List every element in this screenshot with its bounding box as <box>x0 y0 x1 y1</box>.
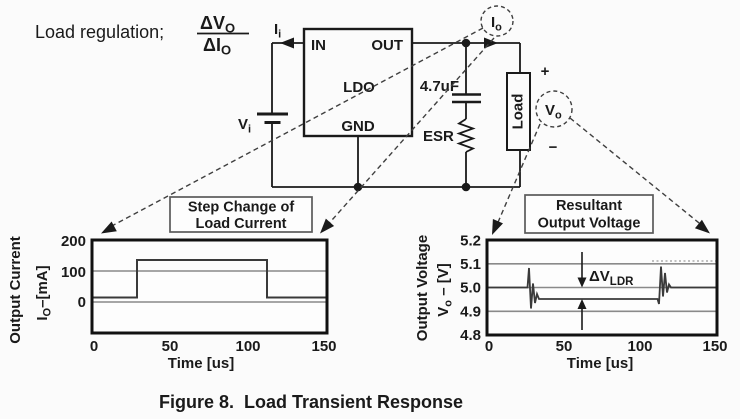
right-xaxis-label: Time [us] <box>567 355 633 372</box>
io-probe-label: Io <box>491 14 502 34</box>
load-label: Load <box>510 94 527 130</box>
callout-arrowhead-icon <box>492 219 504 235</box>
vo-probe-circle <box>535 90 573 128</box>
left-xaxis-label: Time [us] <box>168 355 234 372</box>
pin-out-label: OUT <box>371 37 403 54</box>
right-xtick-0: 0 <box>485 338 493 355</box>
delta-arrow-up-icon <box>577 299 587 309</box>
pin-in-label: IN <box>311 37 326 54</box>
left-ytick-0: 0 <box>78 294 86 311</box>
pin-gnd-label: GND <box>341 118 375 135</box>
left-callout-line2: Load Current <box>195 216 286 232</box>
left-ytick-200: 200 <box>61 233 86 250</box>
plus-label: + <box>541 63 550 80</box>
right-plot-frame <box>485 238 719 337</box>
formula-denominator: ΔIO <box>203 35 231 58</box>
left-plot-frame <box>90 238 329 335</box>
output-node-dot <box>461 38 471 48</box>
left-yaxis-unit: IO–[mA] <box>34 265 54 320</box>
input-current-arrow-icon <box>280 37 294 49</box>
esr-label: ESR <box>423 128 454 145</box>
minus-label: − <box>549 139 558 156</box>
left-plot-area <box>92 240 327 333</box>
callout-line-io-left <box>107 27 484 229</box>
right-yaxis-label: Output Voltage <box>414 235 431 341</box>
callout-line-vo-left <box>495 123 541 228</box>
delta-arrow-down-icon <box>577 277 587 288</box>
left-xtick-0: 0 <box>90 338 98 355</box>
esr-node-dot <box>461 182 471 192</box>
callout-arrowhead-icon <box>101 221 117 234</box>
right-ytick-4p8: 4.8 <box>460 327 481 344</box>
right-xtick-150: 150 <box>702 338 727 355</box>
figure-caption: Figure 8. Load Transient Response <box>159 392 463 412</box>
right-callout-line2: Output Voltage <box>538 216 641 232</box>
voltage-response-trace <box>487 266 717 309</box>
left-xtick-100: 100 <box>235 338 260 355</box>
right-xtick-100: 100 <box>627 338 652 355</box>
right-callout-box <box>524 194 654 234</box>
input-current-label: Ii <box>274 21 281 41</box>
left-xtick-150: 150 <box>311 338 336 355</box>
gnd-node-dot <box>353 182 363 192</box>
left-xtick-50: 50 <box>162 338 179 355</box>
right-ytick-4p9: 4.9 <box>460 303 481 320</box>
load-regulation-label: Load regulation; <box>35 22 164 42</box>
callout-arrowhead-icon <box>694 219 710 234</box>
esr-resistor-icon <box>456 118 476 153</box>
right-ytick-5p0: 5.0 <box>460 280 481 297</box>
right-callout-line1: Resultant <box>556 198 622 214</box>
load-box <box>506 72 531 151</box>
io-probe-circle <box>480 5 514 37</box>
left-callout-line1: Step Change of <box>188 200 295 216</box>
right-ytick-5p2: 5.2 <box>460 233 481 250</box>
input-voltage-label: Vi <box>238 116 251 136</box>
left-yaxis-label: Output Current <box>7 236 24 343</box>
callout-line-vo-right <box>569 117 705 228</box>
cap-value-label: 4.7uF <box>420 78 459 95</box>
current-step-trace <box>92 259 327 299</box>
right-ytick-5p1: 5.1 <box>460 256 481 273</box>
left-ytick-100: 100 <box>61 264 86 281</box>
ldo-chip-label: LDO <box>343 79 375 96</box>
right-yaxis-unit: Vo – [V] <box>435 263 455 316</box>
right-xtick-50: 50 <box>556 338 573 355</box>
formula-numerator: ΔVO <box>200 13 235 36</box>
left-callout-box <box>169 196 313 233</box>
callout-line-io-right <box>323 37 495 230</box>
vo-probe-label: Vo <box>545 102 562 122</box>
delta-vldr-label: ΔVLDR <box>589 268 634 288</box>
callout-arrowhead-icon <box>320 218 335 234</box>
